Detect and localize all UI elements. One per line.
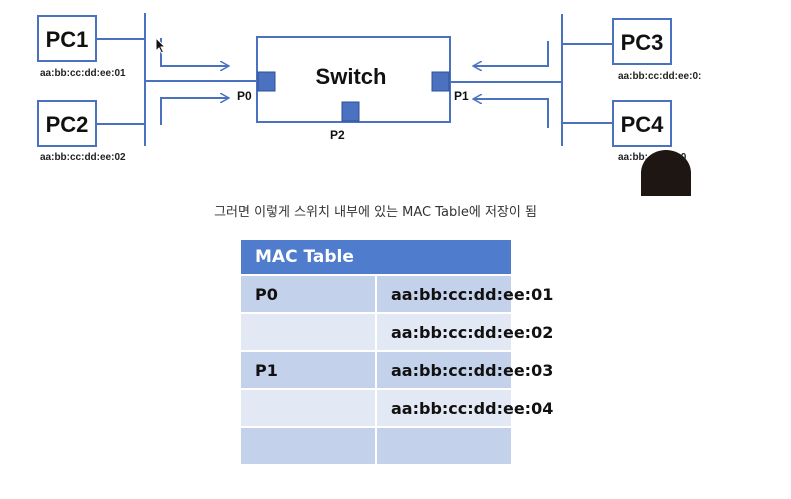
mac-cell: aa:bb:cc:dd:ee:03 xyxy=(375,350,553,390)
frame-arrow-from-pc1 xyxy=(160,38,228,66)
switch-label: Switch xyxy=(316,64,387,89)
caption-text: 그러면 이렇게 스위치 내부에 있는 MAC Table에 저장이 됨 xyxy=(214,205,537,220)
frame-arrow-from-pc4 xyxy=(474,99,549,128)
port-p1 xyxy=(431,71,450,92)
table-row: aa:bb:cc:dd:ee:04 xyxy=(241,388,553,428)
pc2-label: PC2 xyxy=(46,112,89,137)
frame-arrow-from-pc3 xyxy=(474,41,549,66)
pc1-mac: aa:bb:cc:dd:ee:01 xyxy=(40,68,126,79)
table-row: aa:bb:cc:dd:ee:02 xyxy=(241,312,553,352)
port-p2 xyxy=(341,101,360,122)
mouse-cursor-icon xyxy=(155,37,167,54)
pc1-label: PC1 xyxy=(46,27,89,52)
table-row xyxy=(241,426,511,466)
pc2-mac: aa:bb:cc:dd:ee:02 xyxy=(40,152,126,163)
mac-cell xyxy=(375,426,511,466)
mac-table: MAC Table P0 aa:bb:cc:dd:ee:01 aa:bb:cc:… xyxy=(241,240,553,466)
presenter-avatar xyxy=(641,150,691,196)
pc3-label: PC3 xyxy=(621,30,664,55)
pc1-box xyxy=(37,15,97,62)
mac-table-title: MAC Table xyxy=(241,240,511,275)
port-cell: P0 xyxy=(241,274,377,314)
port-cell xyxy=(241,426,377,466)
mac-cell: aa:bb:cc:dd:ee:01 xyxy=(375,274,553,314)
port-cell: P1 xyxy=(241,350,377,390)
frame-arrow-from-pc2 xyxy=(160,98,228,125)
table-row: P1 aa:bb:cc:dd:ee:03 xyxy=(241,350,553,390)
port-cell xyxy=(241,388,377,428)
port-p1-label: P1 xyxy=(454,89,469,103)
port-cell xyxy=(241,312,377,352)
pc3-mac: aa:bb:cc:dd:ee:0: xyxy=(618,71,701,82)
mac-cell: aa:bb:cc:dd:ee:04 xyxy=(375,388,553,428)
port-p0 xyxy=(257,71,276,92)
port-p2-label: P2 xyxy=(330,128,345,142)
table-row: P0 aa:bb:cc:dd:ee:01 xyxy=(241,274,553,314)
port-p0-label: P0 xyxy=(237,89,252,103)
mac-cell: aa:bb:cc:dd:ee:02 xyxy=(375,312,553,352)
pc3-box xyxy=(612,18,672,65)
pc4-label: PC4 xyxy=(621,112,665,137)
